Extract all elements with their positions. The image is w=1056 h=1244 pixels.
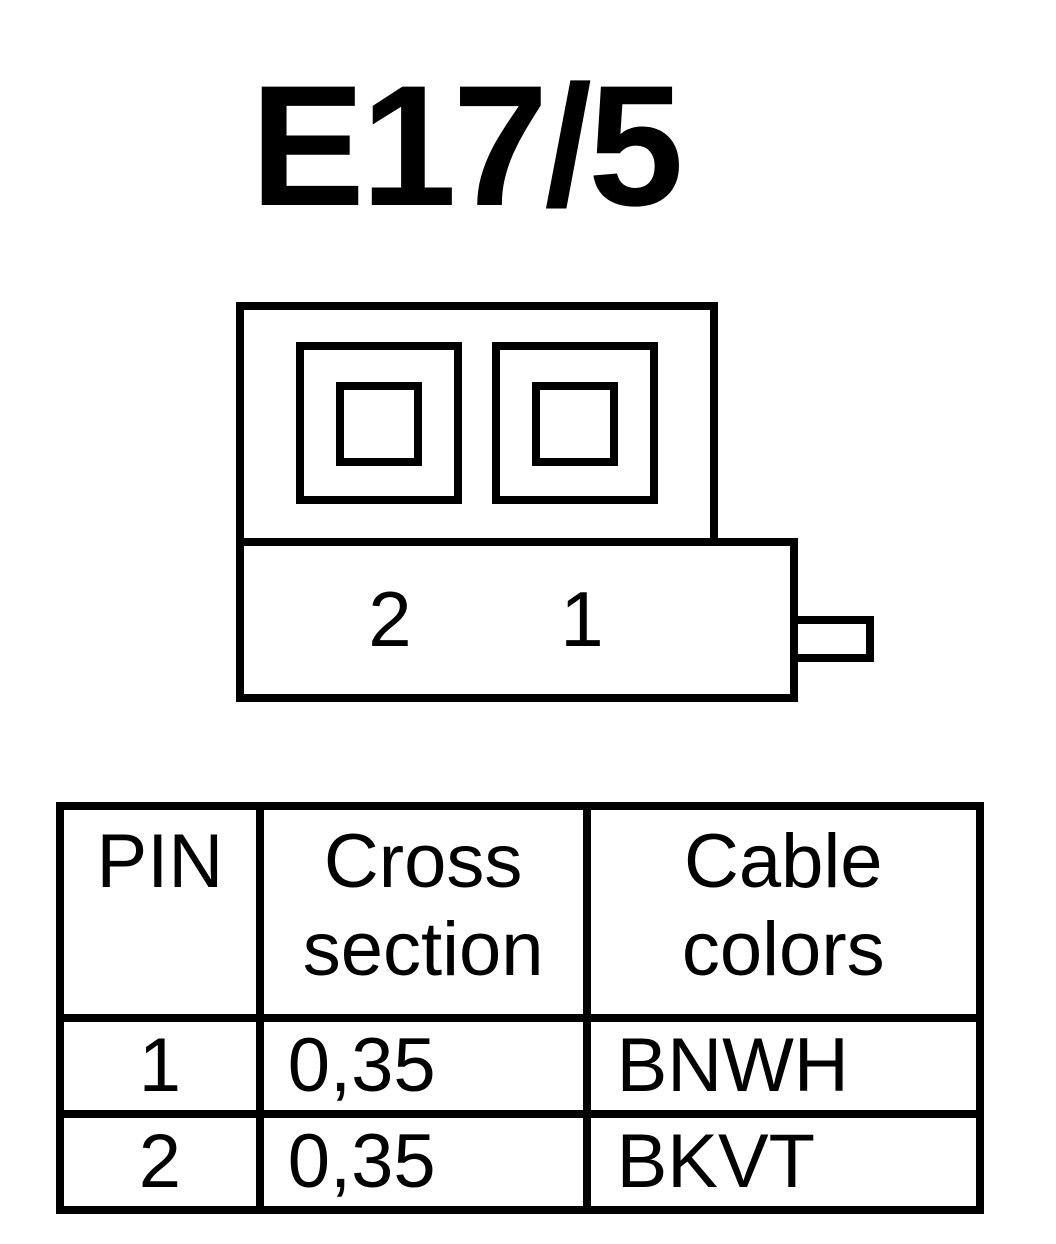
connector-housing-top xyxy=(236,302,718,546)
table-row: 1 0,35 BNWH xyxy=(56,1014,985,1118)
cell-cable-color: BKVT xyxy=(582,1110,985,1214)
table-row: 2 0,35 BKVT xyxy=(56,1110,985,1214)
cell-pin: 1 xyxy=(56,1014,264,1118)
header-pin-label: PIN xyxy=(96,819,224,904)
header-pin: PIN xyxy=(56,802,264,1022)
pin-label-1: 1 xyxy=(560,575,603,663)
header-cable-colors-line-2: colors xyxy=(681,907,885,992)
cell-cable-color: BNWH xyxy=(582,1014,985,1118)
pin-cavity-2-inner xyxy=(336,382,422,466)
cell-cross-section: 0,35 xyxy=(255,1014,591,1118)
connector-housing-bottom xyxy=(236,538,798,702)
pin-cavity-2-outer xyxy=(296,342,462,504)
cell-cross-section: 0,35 xyxy=(255,1110,591,1214)
header-cable-colors: Cable colors xyxy=(582,802,985,1022)
pin-cavity-1-inner xyxy=(532,382,618,466)
connector-latch xyxy=(790,616,874,662)
cell-pin: 2 xyxy=(56,1110,264,1214)
header-cross-section: Cross section xyxy=(255,802,591,1022)
pin-table: PIN Cross section Cable colors 1 0,35 BN… xyxy=(56,802,985,1214)
pin-cavity-1-outer xyxy=(492,342,658,504)
header-cross-section-line-1: Cross xyxy=(323,819,523,904)
pin-label-2: 2 xyxy=(368,575,411,663)
header-cross-section-line-2: section xyxy=(302,907,544,992)
connector-title: E17/5 xyxy=(250,50,683,242)
header-cable-colors-line-1: Cable xyxy=(683,819,883,904)
table-header-row: PIN Cross section Cable colors xyxy=(56,802,985,1022)
connector-diagram: 2 1 xyxy=(236,302,874,702)
